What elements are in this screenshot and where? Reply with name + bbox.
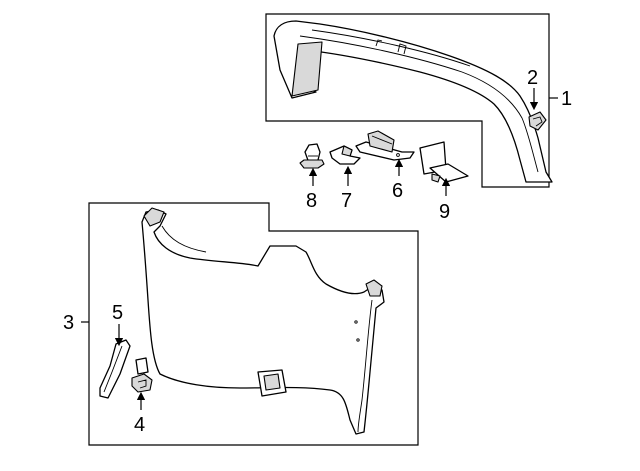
callout-7: 7	[341, 190, 352, 212]
bracket-part-6	[355, 130, 415, 161]
callout-8: 8	[306, 190, 317, 212]
callout-3: 3	[63, 312, 74, 334]
callout-2: 2	[527, 67, 538, 89]
retainer-part-7	[329, 145, 361, 165]
callout-9: 9	[439, 201, 450, 223]
upper-group-box	[265, 13, 550, 188]
lower-group-box	[88, 202, 419, 446]
callout-4: 4	[134, 414, 145, 436]
callout-1: 1	[561, 88, 572, 110]
lower-trim-panel-part-3	[141, 207, 385, 435]
upper-molding-part-1	[273, 20, 553, 183]
callout-6: 6	[392, 180, 403, 202]
clip-part-2	[528, 111, 547, 131]
pin-fastener-part-8	[299, 143, 325, 169]
strap-part-5	[99, 339, 131, 399]
clip-part-4	[131, 357, 153, 393]
cover-plate-part-9	[419, 141, 469, 183]
callout-5: 5	[112, 302, 123, 324]
